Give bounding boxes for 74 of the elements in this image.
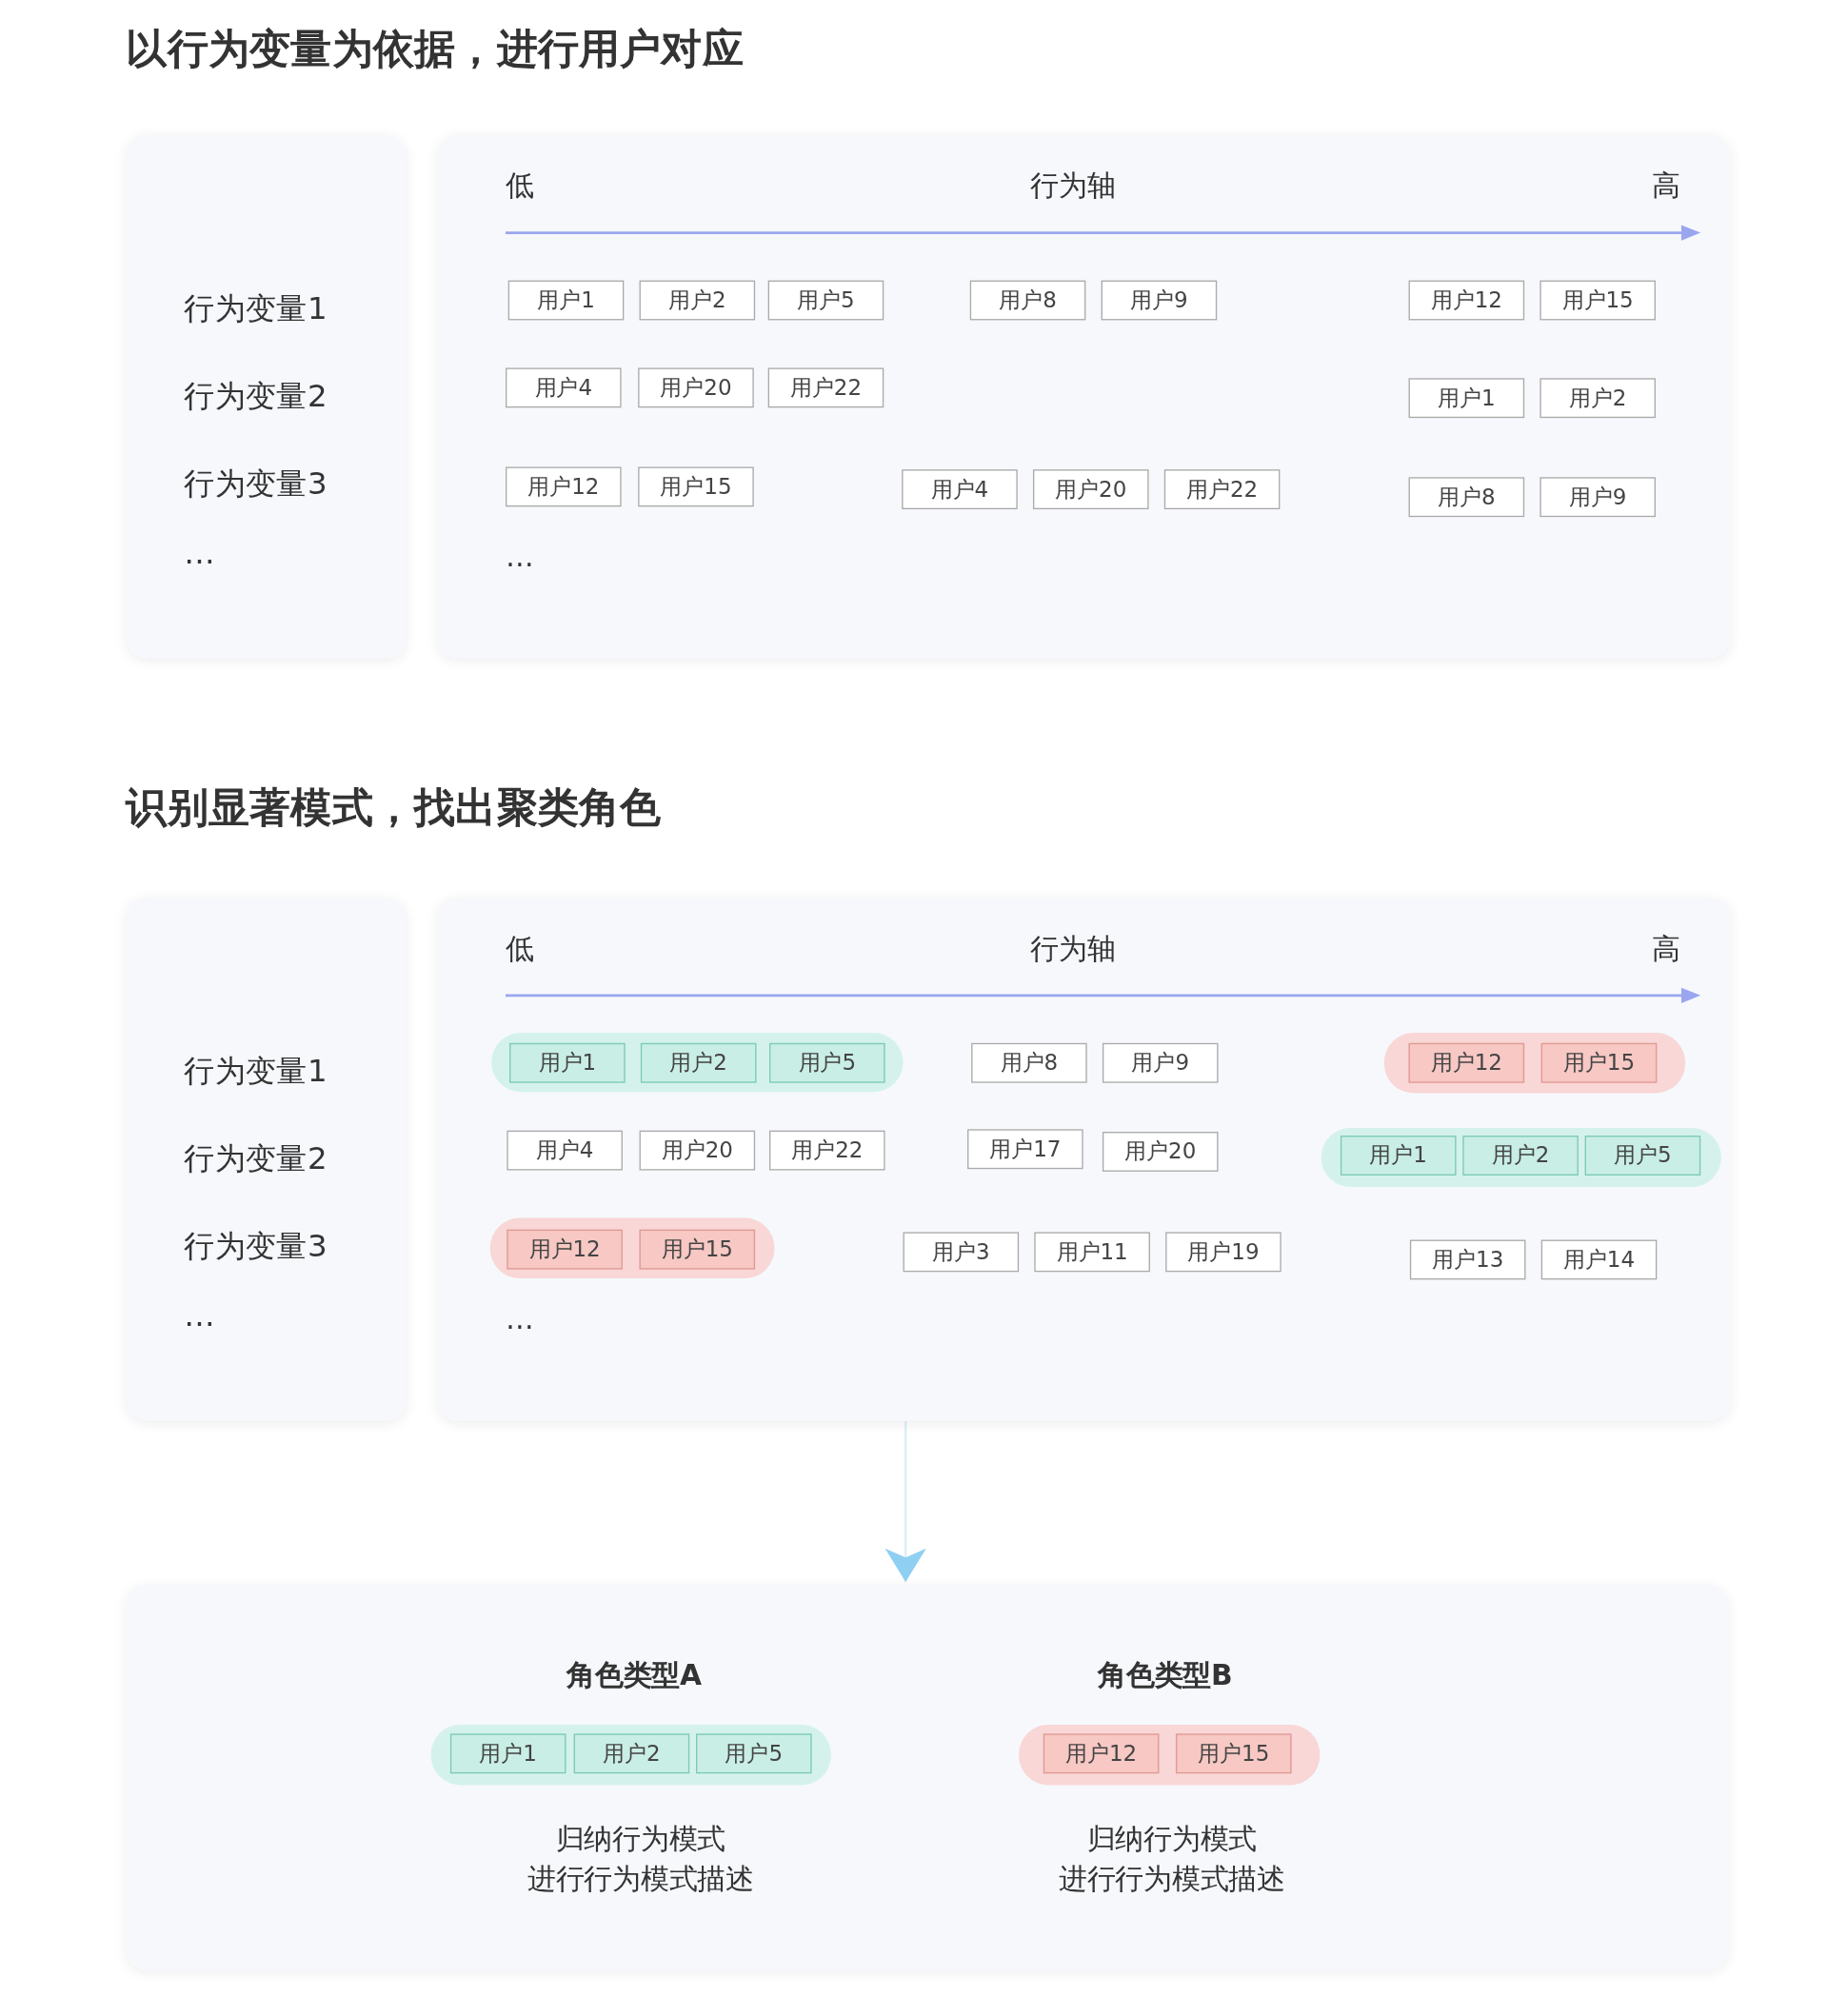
ellipsis-text: … (506, 543, 534, 571)
user-tag: 用户15 (1175, 1733, 1292, 1774)
user-tag: 用户20 (1033, 469, 1149, 510)
role-title: 角色类型A (566, 1661, 703, 1690)
user-tag: 用户1 (1340, 1136, 1457, 1176)
user-tag: 用户1 (1408, 378, 1525, 419)
panel-card (437, 898, 1731, 1422)
variable-label: 行为变量1 (184, 1056, 328, 1087)
variable-label: 行为变量2 (184, 1143, 328, 1175)
axis-label: 高 (1651, 935, 1680, 963)
user-tag: 用户15 (639, 1229, 756, 1270)
chevron-arrow (884, 1421, 926, 1582)
user-tag: 用户2 (1540, 378, 1656, 419)
user-tag: 用户22 (769, 1130, 885, 1171)
panel-card (437, 134, 1731, 659)
axis-label: 低 (506, 935, 534, 963)
user-tag: 用户2 (640, 1042, 757, 1083)
user-tag: 用户9 (1540, 477, 1656, 518)
user-tag: 用户12 (1043, 1733, 1160, 1774)
section-heading: 识别显著模式，找出聚类角色 (126, 786, 662, 829)
user-tag: 用户4 (506, 367, 622, 408)
user-tag: 用户12 (1408, 1042, 1525, 1083)
user-tag: 用户5 (696, 1733, 812, 1774)
user-tag: 用户5 (769, 1042, 885, 1083)
description-text: 进行行为模式描述 (527, 1865, 754, 1893)
user-tag: 用户9 (1101, 280, 1218, 321)
axis-label: 高 (1651, 172, 1680, 201)
user-tag: 用户1 (449, 1733, 566, 1774)
user-tag: 用户13 (1409, 1239, 1526, 1280)
description-text: 进行行为模式描述 (1059, 1865, 1285, 1893)
user-tag: 用户12 (1408, 280, 1525, 321)
ellipsis-text: … (184, 537, 215, 569)
user-tag: 用户1 (507, 280, 625, 321)
axis-label: 低 (506, 172, 534, 201)
user-tag: 用户11 (1034, 1232, 1150, 1273)
panel-card (126, 1584, 1728, 1970)
description-text: 归纳行为模式 (555, 1825, 726, 1853)
user-tag: 用户5 (767, 280, 884, 321)
axis-label: 行为轴 (1030, 172, 1116, 201)
user-tag: 用户8 (1408, 477, 1525, 518)
user-tag: 用户12 (506, 466, 622, 507)
user-tag: 用户5 (1584, 1136, 1701, 1176)
user-tag: 用户1 (509, 1042, 626, 1083)
user-tag: 用户12 (507, 1229, 623, 1270)
variable-label: 行为变量2 (184, 380, 328, 412)
axis-label: 行为轴 (1030, 935, 1116, 963)
ellipsis-text: … (506, 1305, 534, 1334)
user-tag: 用户15 (638, 466, 754, 507)
user-tag: 用户9 (1102, 1042, 1219, 1083)
variable-label: 行为变量3 (184, 467, 328, 500)
role-title: 角色类型B (1098, 1661, 1233, 1690)
user-tag: 用户22 (1163, 469, 1281, 510)
variable-label: 行为变量1 (184, 293, 328, 325)
user-tag: 用户4 (902, 469, 1018, 510)
ellipsis-text: … (184, 1300, 215, 1332)
user-tag: 用户20 (639, 1130, 756, 1171)
user-tag: 用户2 (639, 280, 756, 321)
user-tag: 用户19 (1165, 1232, 1282, 1273)
user-tag: 用户8 (969, 280, 1086, 321)
user-tag: 用户2 (1462, 1136, 1579, 1176)
user-tag: 用户15 (1540, 1042, 1658, 1083)
section-heading: 以行为变量为依据，进行用户对应 (126, 28, 744, 69)
variable-label: 行为变量3 (184, 1231, 328, 1262)
user-tag: 用户17 (967, 1129, 1083, 1170)
user-tag: 用户15 (1540, 280, 1656, 321)
user-tag: 用户8 (971, 1042, 1087, 1083)
user-tag: 用户22 (767, 367, 884, 408)
user-tag: 用户4 (507, 1130, 623, 1171)
user-tag: 用户20 (1102, 1132, 1219, 1172)
description-text: 归纳行为模式 (1086, 1825, 1258, 1853)
user-tag: 用户3 (903, 1232, 1020, 1273)
user-tag: 用户2 (573, 1733, 690, 1774)
user-tag: 用户14 (1540, 1239, 1658, 1280)
user-tag: 用户20 (638, 367, 754, 408)
